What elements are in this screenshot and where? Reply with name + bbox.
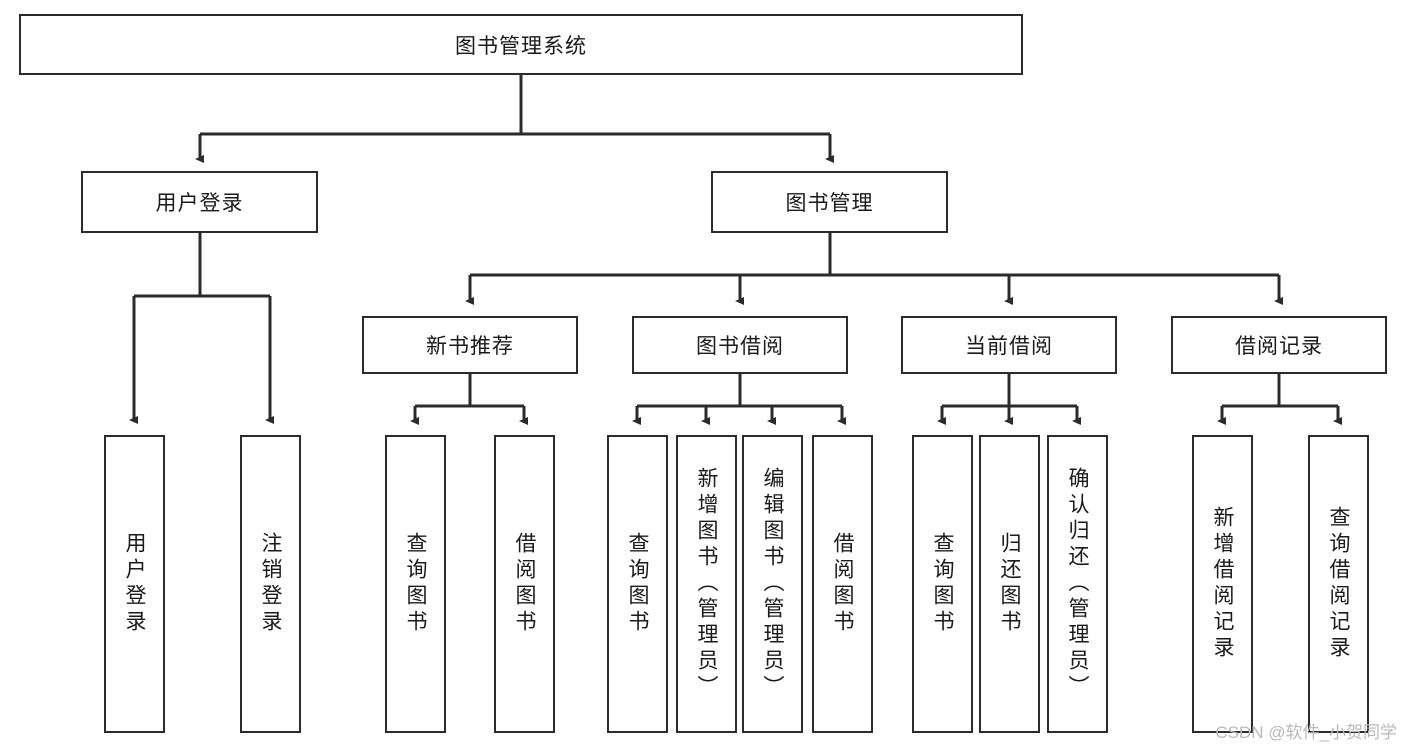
node-current-borrow[interactable]: 当前借阅: [901, 316, 1117, 374]
node-label: 用户登录: [155, 192, 244, 215]
node-label: 查询图书: [626, 532, 649, 636]
node-label: 查询图书: [931, 532, 954, 636]
watermark: CSDN @软件_小贺同学: [1215, 723, 1397, 742]
node-new-book-recommend[interactable]: 新书推荐: [362, 316, 578, 374]
node-label: 查询图书: [404, 532, 427, 636]
node-leaf-book-borrow-add-book[interactable]: 新增图书（管理员）: [676, 435, 737, 733]
node-book-management[interactable]: 图书管理: [711, 171, 948, 233]
node-leaf-book-borrow-borrow-book[interactable]: 借阅图书: [812, 435, 873, 733]
node-leaf-borrow-record-query-record[interactable]: 查询借阅记录: [1308, 435, 1369, 733]
node-leaf-new-book-borrow-book[interactable]: 借阅图书: [494, 435, 555, 733]
node-book-borrow[interactable]: 图书借阅: [632, 316, 848, 374]
node-label: 查询借阅记录: [1327, 506, 1350, 662]
node-label: 图书管理: [785, 192, 874, 215]
node-leaf-user-login-login[interactable]: 用户登录: [104, 435, 165, 733]
node-label: 用户登录: [123, 532, 146, 636]
node-leaf-current-borrow-query-book[interactable]: 查询图书: [912, 435, 973, 733]
node-leaf-book-borrow-edit-book[interactable]: 编辑图书（管理员）: [742, 435, 803, 733]
node-leaf-current-borrow-return-book[interactable]: 归还图书: [979, 435, 1040, 733]
node-leaf-current-borrow-confirm-return[interactable]: 确认归还（管理员）: [1047, 435, 1108, 733]
node-leaf-book-borrow-query-book[interactable]: 查询图书: [607, 435, 668, 733]
node-label: 借阅图书: [513, 532, 536, 636]
node-leaf-user-login-logout[interactable]: 注销登录: [240, 435, 301, 733]
node-label: 当前借阅: [965, 335, 1053, 358]
node-label: 确认归还（管理员）: [1066, 467, 1089, 701]
node-root-book-management-system[interactable]: 图书管理系统: [19, 14, 1023, 75]
node-label: 编辑图书（管理员）: [761, 467, 784, 701]
node-leaf-borrow-record-add-record[interactable]: 新增借阅记录: [1192, 435, 1253, 733]
node-label: 新增借阅记录: [1211, 506, 1234, 662]
node-label: 注销登录: [259, 532, 282, 636]
node-label: 归还图书: [998, 532, 1021, 636]
node-borrow-record[interactable]: 借阅记录: [1171, 316, 1387, 374]
node-label: 新增图书（管理员）: [695, 467, 718, 701]
node-label: 借阅记录: [1235, 335, 1323, 358]
node-label: 新书推荐: [426, 335, 514, 358]
node-label: 图书借阅: [696, 335, 784, 358]
node-leaf-new-book-query-book[interactable]: 查询图书: [385, 435, 446, 733]
node-user-login[interactable]: 用户登录: [81, 171, 318, 233]
node-label: 图书管理系统: [455, 34, 587, 58]
node-label: 借阅图书: [831, 532, 854, 636]
